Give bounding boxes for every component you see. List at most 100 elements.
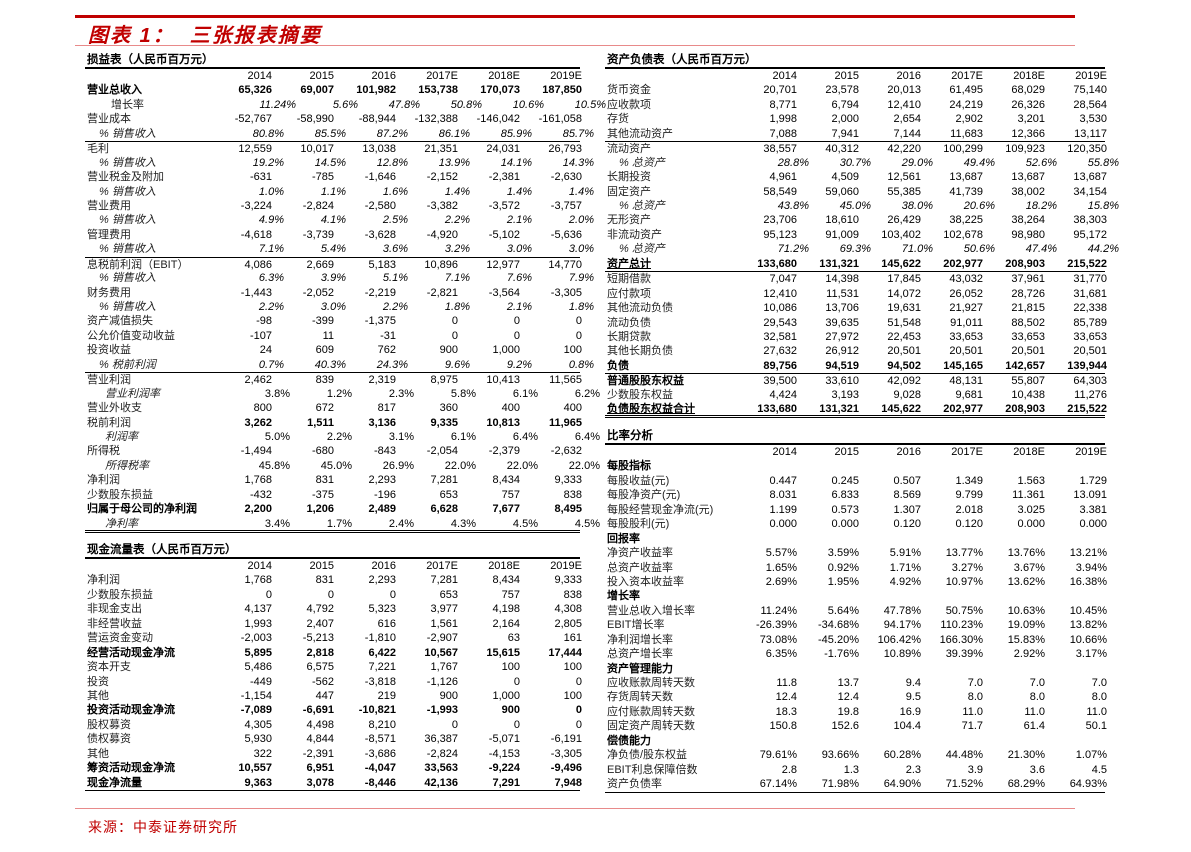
value-cell: 37,961 <box>1011 273 1045 286</box>
value-cell: 2.69% <box>765 575 797 588</box>
value-cell: -3,757 <box>550 199 582 212</box>
value-cell: 3.59% <box>827 547 859 560</box>
value-cell: 3,136 <box>368 416 396 429</box>
value-cell: 2,805 <box>554 617 582 630</box>
value-cell: 5.4% <box>320 243 346 256</box>
value-cell: 1,768 <box>244 474 272 487</box>
value-cell: 1.2% <box>326 387 352 400</box>
value-cell: 400 <box>501 402 520 415</box>
value-cell: 3.17% <box>1075 648 1107 661</box>
row-label: 财务费用 <box>87 286 131 299</box>
value-cell: 145,622 <box>881 257 921 270</box>
value-cell: 17,845 <box>887 273 921 286</box>
value-cell: 51,548 <box>887 316 921 329</box>
value-cell: -2,003 <box>240 632 272 645</box>
value-cell: 0.120 <box>893 518 921 531</box>
value-cell: -2,821 <box>426 286 458 299</box>
value-cell: 38,002 <box>1011 185 1045 198</box>
value-cell: 6,951 <box>306 762 334 775</box>
row-label: 资产负债率 <box>607 778 662 791</box>
value-cell: 10.66% <box>1069 633 1107 646</box>
value-cell: 26,052 <box>949 287 983 300</box>
value-cell: 10.6% <box>512 98 544 111</box>
row-label: 营运资金变动 <box>87 632 153 645</box>
value-cell: 101,982 <box>356 84 396 97</box>
row-label: 普通股股东权益 <box>607 375 684 388</box>
value-cell: -9,496 <box>550 762 582 775</box>
value-cell: 2.92% <box>1013 648 1045 661</box>
value-cell: 73.08% <box>759 633 797 646</box>
value-cell: 40,312 <box>825 143 859 156</box>
header-label-cell <box>605 445 735 459</box>
value-cell: 34,154 <box>1073 185 1107 198</box>
value-cell: -2,381 <box>488 171 520 184</box>
value-cell: 50.75% <box>945 604 983 617</box>
value-cell: 33,653 <box>1073 330 1107 343</box>
value-cell: 2,164 <box>492 617 520 630</box>
value-cell: 14,072 <box>887 287 921 300</box>
value-cell: 13,038 <box>362 143 396 156</box>
value-cell: -4,153 <box>488 747 520 760</box>
value-cell: 48,131 <box>949 375 983 388</box>
value-cell: 139,944 <box>1067 359 1107 372</box>
value-cell: 19.2% <box>252 156 284 169</box>
value-cell: -5,071 <box>488 733 520 746</box>
value-cell: 79.61% <box>759 749 797 762</box>
value-cell: 0.92% <box>827 561 859 574</box>
value-cell: 11.0 <box>1086 705 1107 718</box>
value-cell: 0 <box>575 704 582 717</box>
year-header: 2018E <box>1013 70 1045 82</box>
value-cell: 3.2% <box>444 243 470 256</box>
value-cell: 0 <box>327 588 334 601</box>
row-label: % 销售收入 <box>99 301 156 313</box>
value-cell: 1,993 <box>244 617 272 630</box>
value-cell: 1,000 <box>492 689 520 702</box>
value-cell: 60.28% <box>883 749 921 762</box>
value-cell: 47.4% <box>1025 243 1057 256</box>
value-cell: 8.031 <box>769 489 797 502</box>
value-cell: -3,224 <box>240 199 272 212</box>
value-cell: 0 <box>575 718 582 731</box>
value-cell: 14,770 <box>548 258 582 271</box>
row-label: 应付款项 <box>607 287 651 300</box>
row-label: 营业利润率 <box>105 387 160 400</box>
year-header: 2015 <box>834 70 859 82</box>
row-label: % 销售收入 <box>99 272 156 285</box>
value-cell: 64,303 <box>1073 375 1107 388</box>
value-cell: 40.3% <box>314 358 346 371</box>
value-cell: 0.000 <box>1079 518 1107 531</box>
row-label: % 税前利润 <box>99 358 156 371</box>
value-cell: 0 <box>451 315 458 328</box>
value-cell: 61,495 <box>949 84 983 97</box>
value-cell: 10,017 <box>300 143 334 156</box>
value-cell: 13,117 <box>1074 127 1107 140</box>
row-label: 净利润 <box>87 474 120 487</box>
value-cell: 103,402 <box>881 228 921 241</box>
value-cell: 12.8% <box>376 156 408 169</box>
value-cell: -2,580 <box>364 199 396 212</box>
row-label: % 总资产 <box>619 199 665 212</box>
value-cell: 2,293 <box>368 474 396 487</box>
row-label: 每股收益(元) <box>607 474 670 487</box>
header-rule <box>75 15 1075 18</box>
row-label: 长期投资 <box>607 171 651 184</box>
value-cell: 4,509 <box>831 171 859 184</box>
value-cell: 1.3 <box>843 763 859 776</box>
value-cell: 13.62% <box>1007 575 1045 588</box>
value-cell: -680 <box>311 445 334 458</box>
value-cell: 6.1% <box>512 387 538 400</box>
value-cell: 16.9 <box>899 705 921 718</box>
